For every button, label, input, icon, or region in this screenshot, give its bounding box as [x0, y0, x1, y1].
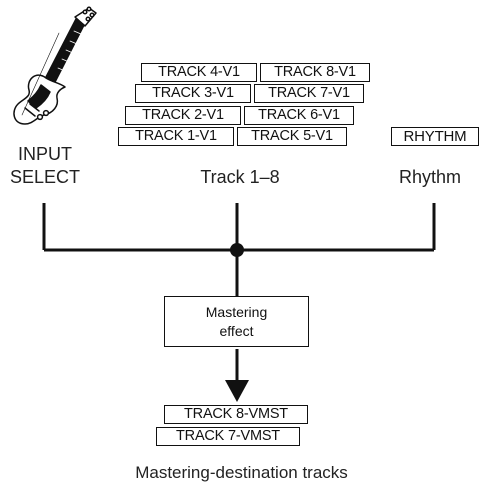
down-arrow-head: [225, 380, 249, 402]
track-7-v1-box: TRACK 7-V1: [254, 84, 364, 103]
track-2-v1-box: TRACK 2-V1: [125, 106, 241, 125]
track-1-v1-box: TRACK 1-V1: [118, 127, 234, 146]
track-8-v1-box: TRACK 8-V1: [260, 63, 370, 82]
input-select-line1: INPUT: [18, 144, 72, 164]
track-4-v1-box: TRACK 4-V1: [141, 63, 257, 82]
mastering-effect-box: Mastering effect: [164, 296, 309, 347]
rhythm-box: RHYTHM: [391, 127, 479, 146]
tracks-caption: Track 1–8: [200, 167, 280, 187]
input-select-line2: SELECT: [9, 167, 81, 187]
mastering-effect-line1: Mastering: [205, 304, 268, 320]
electric-guitar-icon: [13, 6, 97, 125]
mix-node: [230, 243, 244, 257]
destination-caption: Mastering-destination tracks: [135, 463, 348, 482]
track-5-v1-box: TRACK 5-V1: [237, 127, 347, 146]
track-6-v1-box: TRACK 6-V1: [244, 106, 354, 125]
track-7-vmst-box: TRACK 7-VMST: [156, 427, 300, 446]
mastering-effect-line2: effect: [219, 323, 254, 339]
input-select-label: INPUT SELECT: [0, 143, 90, 189]
track-3-v1-box: TRACK 3-V1: [135, 84, 251, 103]
track-8-vmst-box: TRACK 8-VMST: [164, 405, 308, 424]
rhythm-caption: Rhythm: [398, 167, 461, 187]
